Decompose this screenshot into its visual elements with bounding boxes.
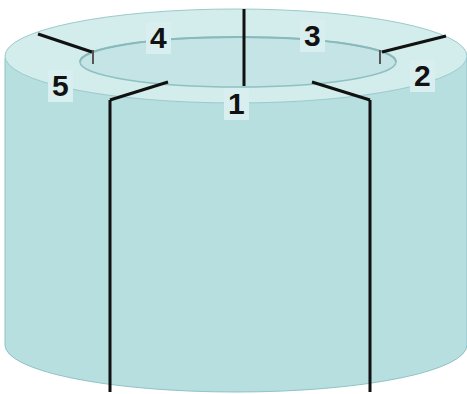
segment-line [243, 9, 246, 37]
segment-line [382, 36, 446, 52]
cylinder-body [5, 58, 467, 392]
segment-line [369, 100, 372, 392]
segment-line [110, 82, 168, 100]
inner-opening [80, 37, 396, 87]
segment-number: 4 [146, 22, 171, 54]
segment-lines [38, 9, 446, 392]
segment-line [312, 82, 370, 100]
segment-number: 5 [48, 70, 73, 102]
segment-line-inner [92, 50, 94, 64]
segment-number: 2 [410, 60, 435, 92]
segment-line [38, 34, 92, 52]
segment-line-inner [379, 50, 381, 64]
segment-line [243, 37, 246, 86]
segment-number: 3 [300, 20, 325, 52]
segment-number: 1 [224, 88, 249, 120]
segment-line [109, 100, 112, 392]
inner-back-edge [80, 37, 396, 62]
